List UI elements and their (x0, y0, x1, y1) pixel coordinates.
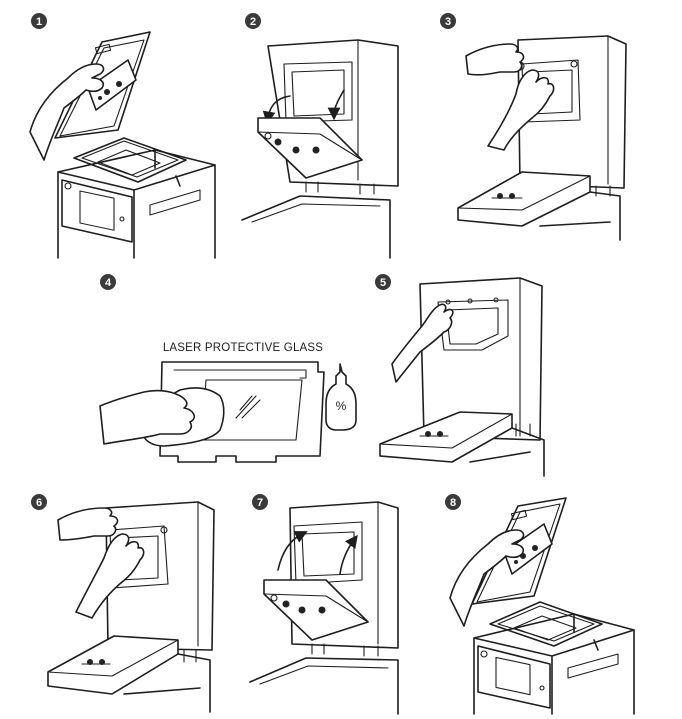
step8-illustration (450, 498, 634, 714)
step-badge-8: 8 (445, 494, 461, 510)
step4-illustration: LASER PROTECTIVE GLASS % (100, 342, 356, 462)
bottle-label: % (336, 399, 347, 413)
step3-illustration (458, 36, 626, 240)
step-badge-5: 5 (375, 274, 391, 290)
step-number-5: 5 (380, 277, 386, 289)
laser-protective-glass-caption: LASER PROTECTIVE GLASS (163, 342, 323, 354)
step-number-4: 4 (105, 277, 112, 289)
step5-illustration (380, 278, 544, 476)
step-number-8: 8 (450, 497, 456, 509)
step-number-6: 6 (36, 497, 42, 509)
step6-illustration (48, 502, 214, 712)
step-badge-1: 1 (31, 13, 47, 29)
step-number-7: 7 (257, 497, 263, 509)
step-badge-2: 2 (245, 13, 261, 29)
step-number-2: 2 (250, 16, 256, 28)
hand-icon (58, 508, 117, 540)
hand-icon (466, 44, 523, 75)
step-number-3: 3 (445, 16, 451, 28)
step7-illustration (250, 502, 398, 714)
alcohol-bottle-icon: % (326, 364, 356, 430)
step2-illustration (242, 40, 398, 258)
step-badge-7: 7 (252, 494, 268, 510)
step-badge-4: 4 (100, 274, 116, 290)
step-number-1: 1 (36, 16, 42, 28)
step1-illustration (30, 32, 215, 258)
step-badge-3: 3 (440, 13, 456, 29)
step-badge-6: 6 (31, 494, 47, 510)
